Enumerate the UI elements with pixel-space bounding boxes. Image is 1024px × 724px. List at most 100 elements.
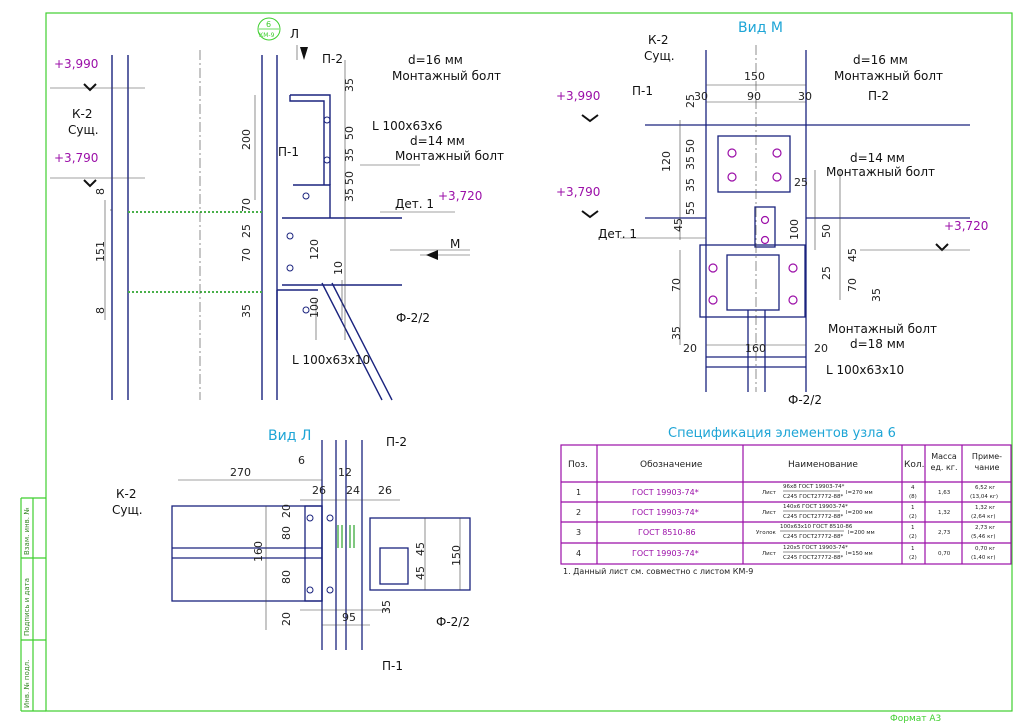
dim-m-r25a: 25 [794, 176, 808, 189]
dim-m-b160: 160 [745, 342, 766, 355]
elev-3790-m: +3,790 [556, 185, 600, 199]
spec-cell-prim1: 6,52 кг [975, 485, 995, 491]
dim-m-30b: 30 [798, 90, 812, 103]
dim-left-120: 120 [308, 239, 321, 260]
label-f22-m: Ф-2/2 [788, 393, 822, 407]
spec-header-pos: Поз. [568, 460, 588, 470]
dim-l-45b: 45 [414, 566, 427, 580]
dim-l-80b: 80 [280, 570, 293, 584]
label-p2-l: П-2 [386, 435, 407, 449]
format-label: Формат А3 [890, 714, 941, 724]
spec-header-prim: Приме- чание [971, 452, 1003, 472]
dim-left-35b: 35 [343, 148, 356, 162]
dim-left-35d: 35 [240, 304, 253, 318]
label-f22-l: Ф-2/2 [436, 615, 470, 629]
spec-cell-oboz: ГОСТ 19903-74* [632, 488, 699, 497]
left-section: Л М +3,990 +3,790 +3,720 К-2 Сущ. П-2 П-… [50, 27, 949, 401]
side-stamp-inv: Инв. № подл. [23, 660, 31, 708]
spec-cell-naim-num: 140x6 ГОСТ 19903-74* [783, 504, 848, 510]
spec-cell-pos: 4 [576, 549, 581, 558]
spec-header-oboz: Обозначение [640, 460, 703, 470]
spec-row-1: 1 ГОСТ 19903-74* Лист 96x8 ГОСТ 19903-74… [576, 484, 998, 500]
dim-left-70b: 70 [240, 248, 253, 262]
dim-m-l35a: 35 [684, 156, 697, 170]
dim-m-90: 90 [747, 90, 761, 103]
label-bolt18-d-m: d=18 мм [850, 337, 905, 351]
spec-cell-massa: 0,70 [938, 551, 951, 557]
spec-cell-prim1: 0,70 кг [975, 546, 995, 552]
dim-l-150: 150 [450, 545, 463, 566]
spec-row-3: 3 ГОСТ 8510-86 Уголок 100x63x10 ГОСТ 851… [576, 524, 996, 540]
label-bolt16-name-m: Монтажный болт [834, 69, 943, 83]
spec-cell-kol: 1 [911, 505, 915, 511]
dim-m-b35: 35 [670, 326, 683, 340]
spec-cell-naim-len: l=150 мм [846, 551, 873, 557]
dim-l-270: 270 [230, 466, 251, 479]
dim-m-l55: 55 [684, 201, 697, 215]
dim-m-r100: 100 [788, 219, 801, 240]
spec-cell-prim2: (1,40 кг) [971, 555, 996, 561]
spec-cell-oboz: ГОСТ 19903-74* [632, 549, 699, 558]
spec-cell-kol2: (8) [909, 494, 917, 500]
label-k2-m: К-2 [648, 33, 668, 47]
dim-m-l25: 25 [684, 94, 697, 108]
elev-3790-left: +3,790 [54, 151, 98, 165]
view-m: Вид М [556, 20, 988, 407]
spec-cell-prim2: (13,04 кг) [970, 494, 998, 500]
label-k2-l: К-2 [116, 487, 136, 501]
spec-header-massa: Масса ед. кг. [930, 452, 958, 472]
dim-l-80a: 80 [280, 526, 293, 540]
dim-l-20b: 20 [280, 612, 293, 626]
dim-l-20a: 20 [280, 504, 293, 518]
label-det1-left: Дет. 1 [395, 197, 434, 211]
dim-left-50b: 50 [343, 171, 356, 185]
spec-cell-prim1: 2,73 кг [975, 525, 995, 531]
spec-cell-pos: 3 [576, 528, 581, 537]
side-stamp-sign: Подпись и дата [23, 578, 31, 636]
dim-m-30a: 30 [694, 90, 708, 103]
label-p1-left: П-1 [278, 145, 299, 159]
spec-cell-naim-pref: Лист [762, 490, 777, 496]
spec-cell-prim2: (5,46 кг) [971, 534, 996, 540]
dim-left-35a: 35 [343, 78, 356, 92]
spec-cell-naim-pref: Уголок [756, 530, 776, 536]
dim-l-35: 35 [380, 600, 393, 614]
spec-cell-massa: 1,32 [938, 510, 950, 516]
spec-cell-kol2: (2) [909, 555, 917, 561]
dim-left-200: 200 [240, 129, 253, 150]
label-bolt14-d-m: d=14 мм [850, 151, 905, 165]
label-f22-left: Ф-2/2 [396, 311, 430, 325]
spec-row-2: 2 ГОСТ 19903-74* Лист 140x6 ГОСТ 19903-7… [576, 504, 996, 520]
dim-m-b20b: 20 [814, 342, 828, 355]
spec-cell-pos: 2 [576, 508, 581, 517]
spec-row-4: 4 ГОСТ 19903-74* Лист 120x5 ГОСТ 19903-7… [576, 545, 996, 561]
spec-cell-prim2: (2,64 кг) [971, 514, 996, 520]
label-angle-top: L 100x63x6 [372, 119, 443, 133]
spec-cell-naim-den: С245 ГОСТ27772-88* [783, 494, 843, 500]
label-bolt18-name-m: Монтажный болт [828, 322, 937, 336]
dim-left-100: 100 [308, 297, 321, 318]
spec-cell-oboz: ГОСТ 19903-74* [632, 508, 699, 517]
dim-l-26a: 26 [312, 484, 326, 497]
spec-cell-naim-num: 120x5 ГОСТ 19903-74* [783, 545, 848, 551]
spec-cell-pos: 1 [576, 488, 581, 497]
label-sush-left: Сущ. [68, 123, 99, 137]
dim-m-r70: 70 [846, 278, 859, 292]
dim-l-24: 24 [346, 484, 360, 497]
spec-cell-kol: 1 [911, 525, 915, 531]
label-p1-l: П-1 [382, 659, 403, 673]
dim-m-r50: 50 [820, 224, 833, 238]
spec-cell-naim-num: 96x8 ГОСТ 19903-74* [783, 484, 845, 490]
spec-header-naim: Наименование [788, 460, 858, 470]
label-bolt14-d: d=14 мм [410, 134, 465, 148]
dim-left-50a: 50 [343, 126, 356, 140]
spec-title: Спецификация элементов узла 6 [668, 426, 896, 441]
spec-cell-kol2: (2) [909, 514, 917, 520]
dim-left-10: 10 [332, 261, 345, 275]
dim-l-6: 6 [298, 454, 305, 467]
label-k2-left: К-2 [72, 107, 92, 121]
spec-cell-massa: 2,73 [938, 530, 951, 536]
dim-left-25: 25 [240, 224, 253, 238]
node-badge [257, 17, 281, 41]
